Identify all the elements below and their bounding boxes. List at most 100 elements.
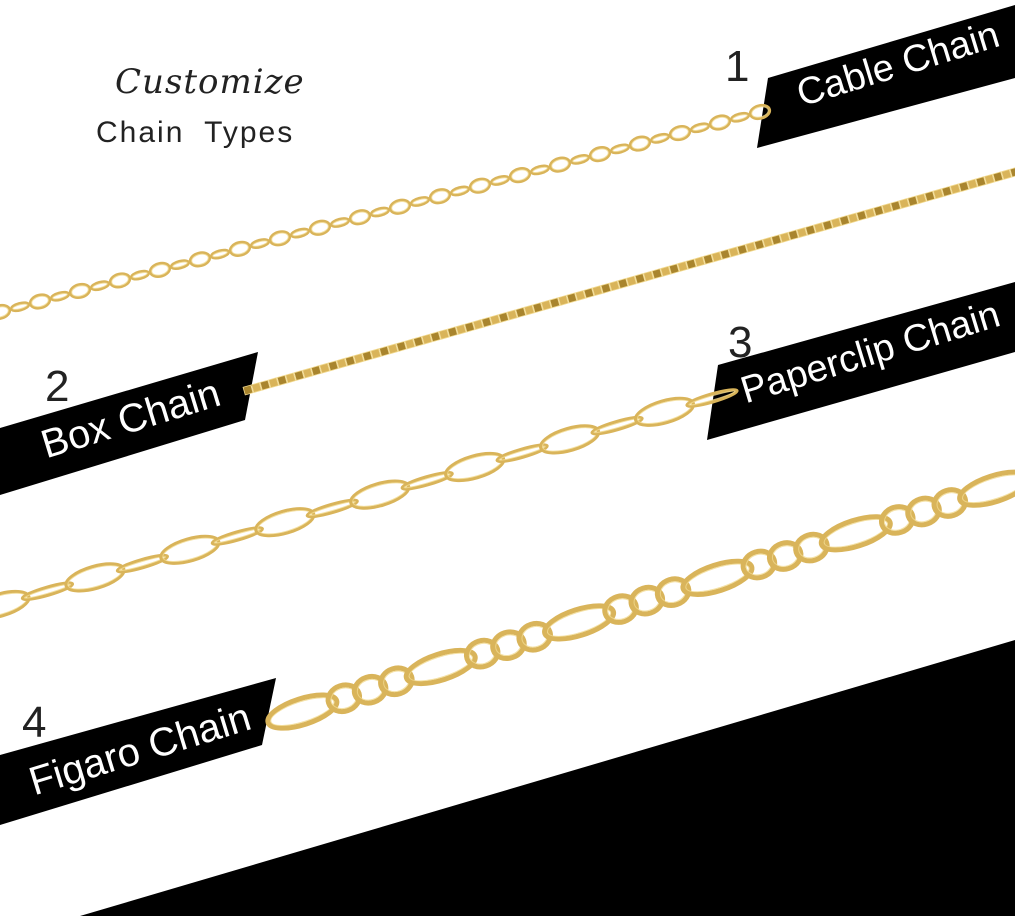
cable-link-highlight [732,114,748,121]
cable-link [348,209,372,226]
cable-link-highlight [31,295,49,308]
cable-link [369,206,391,218]
cable-link-highlight [292,229,308,237]
banner-paperclip-chain [707,282,1015,440]
paperclip-link [20,581,75,602]
cable-link-highlight [12,303,28,310]
box-link [847,212,859,224]
box-link [319,362,331,374]
paperclip-link [590,415,644,436]
cable-link [489,175,511,186]
box-link [787,229,799,241]
box-link [932,188,944,200]
box-link [822,219,833,231]
box-link [387,343,399,355]
box-link [856,210,868,222]
box-link [421,333,433,345]
paperclip-link [0,589,31,621]
cable-link [249,238,271,249]
cable-link [428,188,452,205]
box-link [864,207,876,219]
paperclip-link [400,470,454,491]
box-link [583,287,595,299]
box-link [694,256,706,268]
cable-link-highlight [271,232,289,245]
cable-link [268,230,292,247]
box-chain-image [242,166,1015,396]
box-link [293,370,305,381]
box-link [1009,166,1015,178]
box-link [762,236,774,248]
box-link [336,357,348,369]
box-link [378,345,390,357]
paperclip-link [444,451,506,483]
figaro-short-link [740,548,778,581]
cable-link [129,269,151,281]
cable-link-highlight [551,158,569,171]
paperclip-link-highlight [23,583,72,599]
box-link [907,195,919,207]
figaro-short-link [490,629,527,661]
box-link [566,292,578,304]
box-link [915,193,927,205]
box-link [370,348,382,360]
box-link [617,277,629,289]
figaro-short-link [378,665,415,698]
box-link [574,290,586,301]
cable-link [0,303,12,321]
box-link [830,217,842,229]
box-link [975,176,987,188]
cable-link [308,219,332,236]
box-link [472,319,484,331]
cable-link-highlight [172,261,188,268]
paperclip-link [115,553,169,574]
cable-link [689,122,711,134]
chain-number-1: 1 [725,42,750,91]
box-link [251,382,262,394]
box-link [532,302,544,314]
cable-link-highlight [711,116,729,129]
box-link [983,173,995,185]
box-link [924,190,936,202]
box-link [719,248,731,260]
cable-link-highlight [572,156,588,163]
figaro-short-link [602,593,639,625]
box-link [873,205,885,217]
figaro-short-link [351,673,389,706]
figaro-short-link [628,584,666,617]
figaro-short-link [766,540,804,572]
paperclip-link-highlight [403,473,451,489]
paperclip-link [539,424,601,455]
cable-link [449,185,471,197]
box-link [523,304,535,316]
cable-link-highlight [111,274,129,287]
figaro-long-link-highlight [685,563,750,593]
box-link [779,231,791,243]
box-link [966,178,978,190]
box-link [327,360,339,372]
bottom-black-band [80,640,1015,916]
cable-link [409,196,431,207]
cable-link [9,301,31,313]
figaro-short-link [905,495,942,528]
cable-link-highlight [692,124,708,131]
box-link [353,353,365,364]
paperclip-link-highlight [308,500,356,516]
box-link [276,374,288,386]
paperclip-link-highlight [213,528,261,544]
cable-link-highlight [492,177,508,184]
figaro-long-link-highlight [270,697,335,726]
chain-number-2: 2 [45,362,70,411]
box-link [898,198,910,209]
cable-link [708,114,732,131]
cable-link-highlight [631,137,649,150]
cable-link [148,261,172,278]
paperclip-link-highlight [0,592,28,618]
box-link [770,234,782,246]
box-link [600,282,612,294]
cable-link [68,282,92,300]
figaro-short-link [879,504,916,536]
cable-link [668,124,692,142]
paperclip-link-highlight [162,537,218,563]
